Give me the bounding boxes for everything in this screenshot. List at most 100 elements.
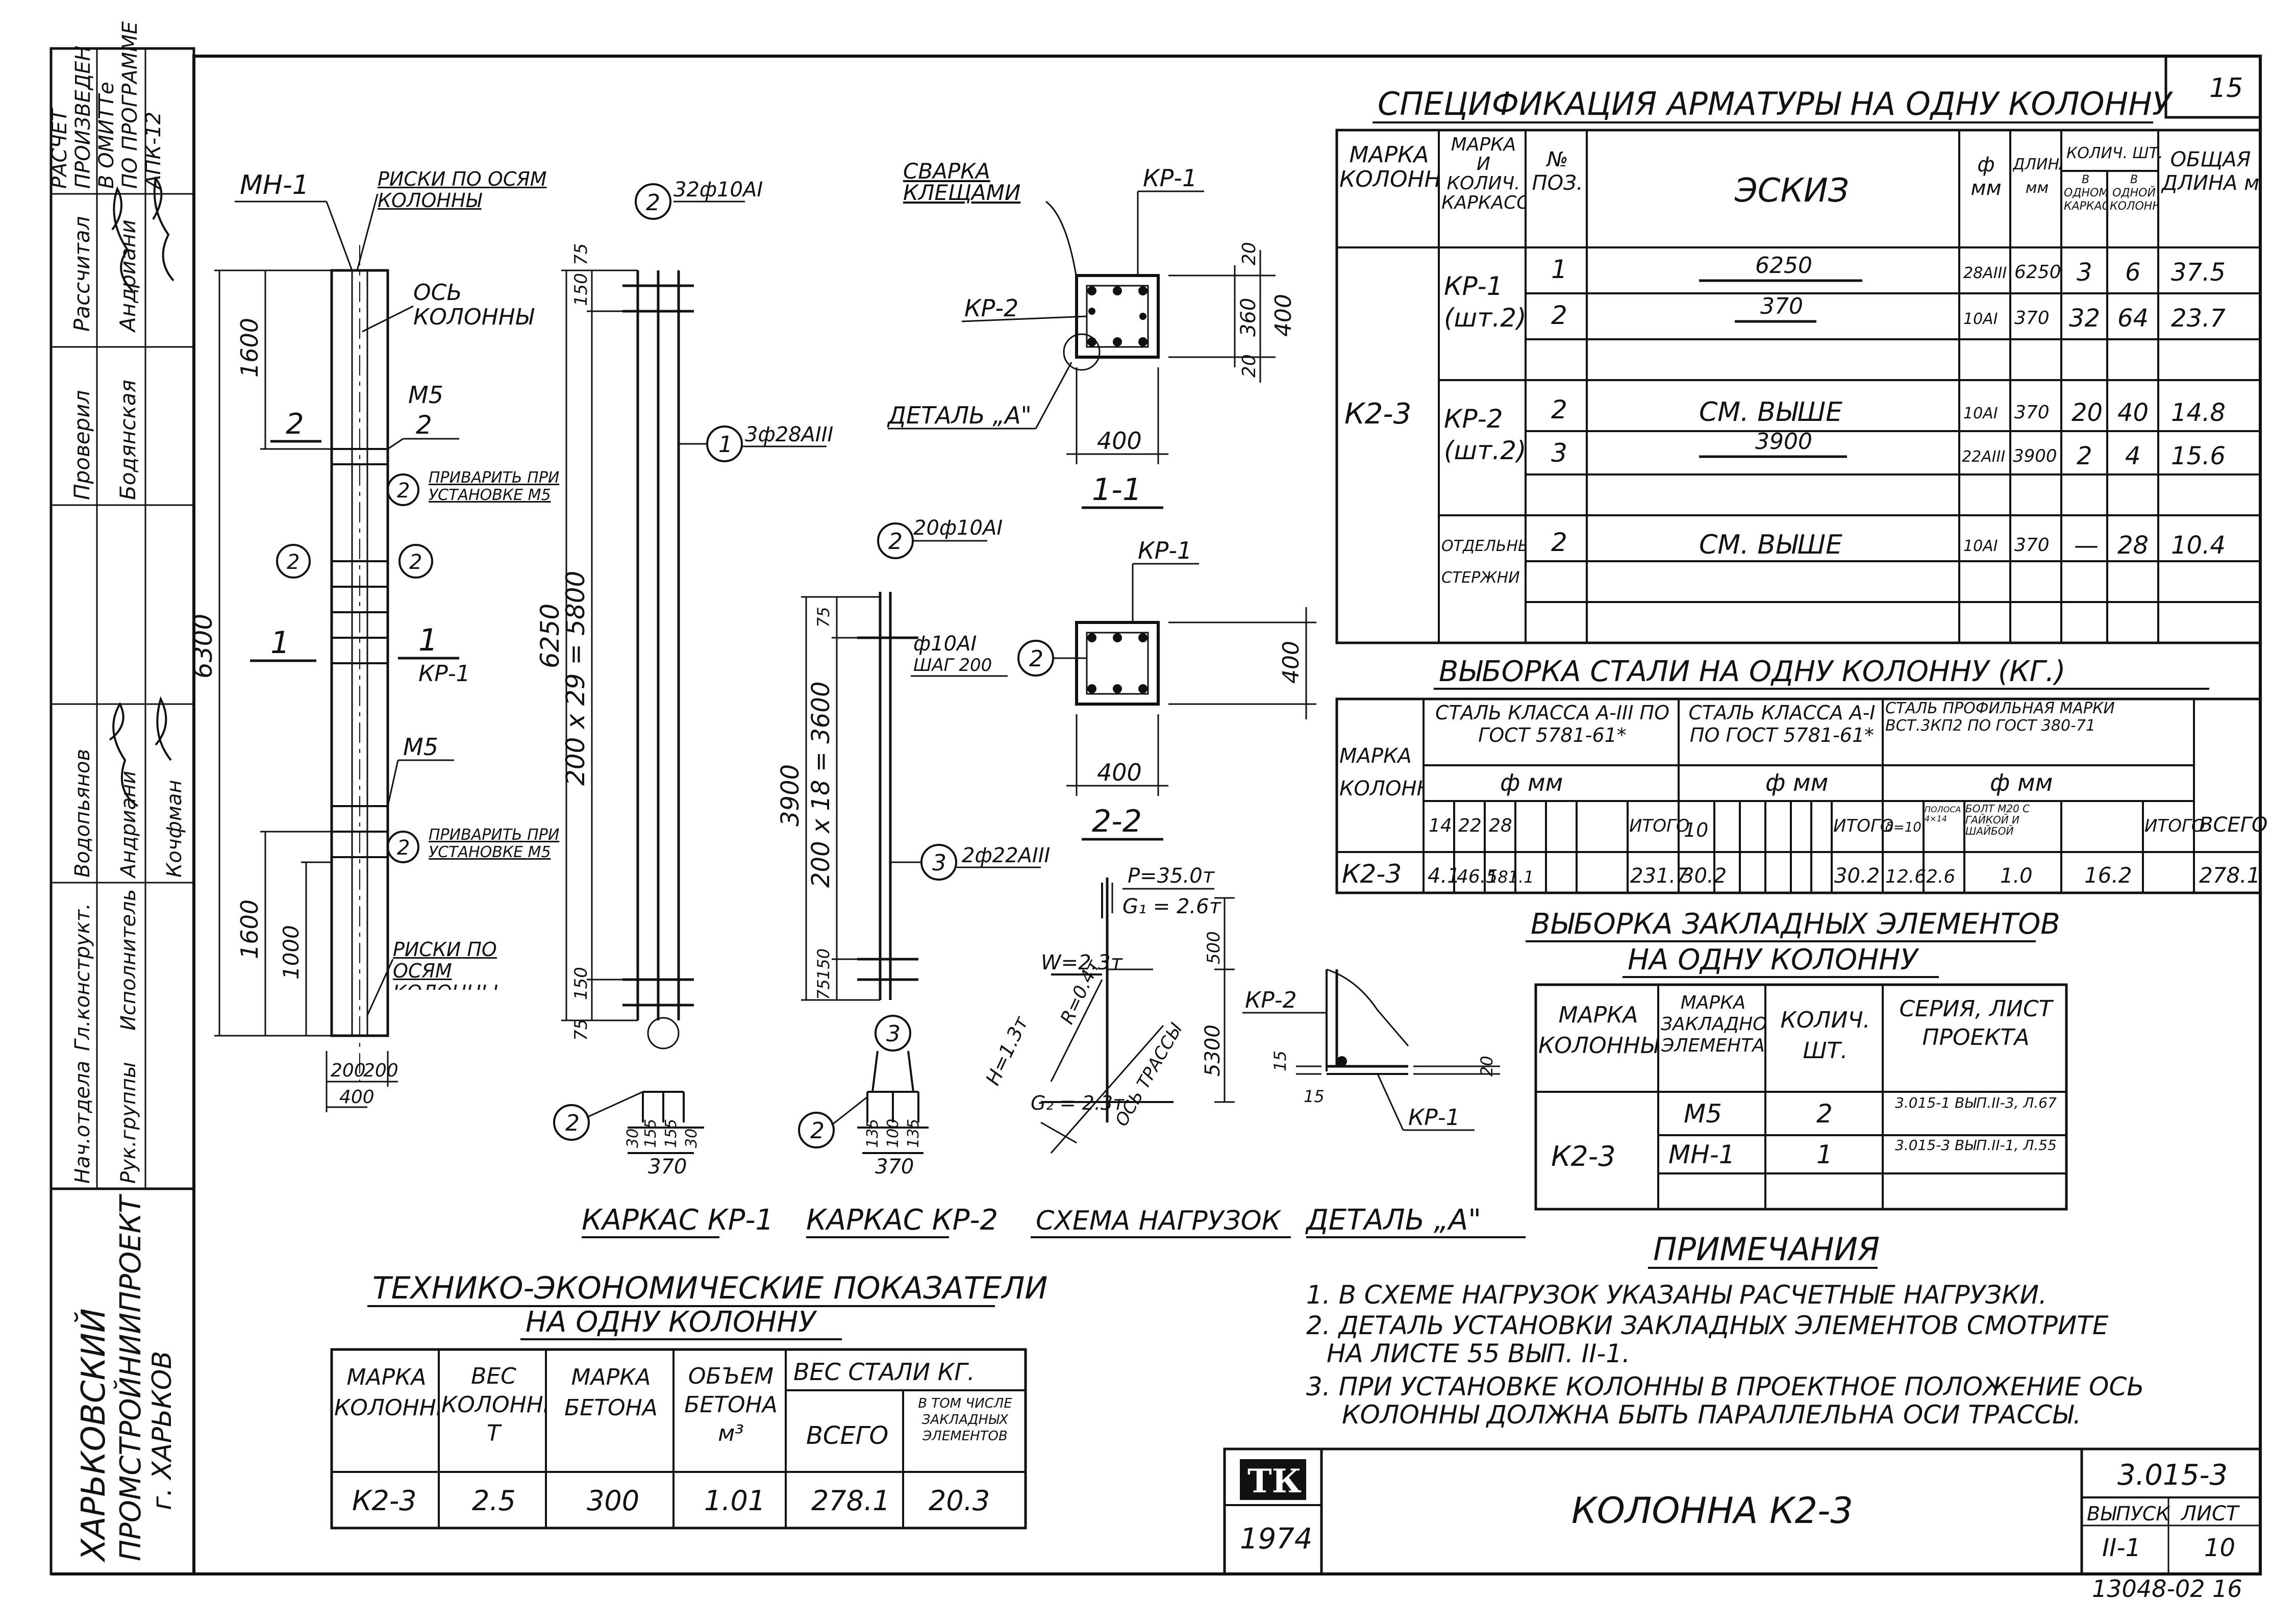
spec-dia: 10АI bbox=[1963, 310, 1998, 328]
s11-dim: 360 bbox=[1237, 298, 1260, 337]
kp2-body: 200 х 18 = 3600 bbox=[807, 681, 835, 888]
kp1-bar-main: 3ф28АIII bbox=[745, 423, 833, 446]
kp2-bar-top: 20ф10АI bbox=[913, 516, 1003, 540]
spec-title: СПЕЦИФИКАЦИЯ АРМАТУРЫ НА ОДНУ КОЛОННУ bbox=[1378, 85, 2174, 122]
tech-all: 278.1 bbox=[811, 1485, 890, 1517]
spec-table: СПЕЦИФИКАЦИЯ АРМАТУРЫ НА ОДНУ КОЛОННУ МА… bbox=[1335, 85, 2262, 644]
kp1-sec-width: 370 bbox=[648, 1155, 687, 1179]
s22-title: 2-2 bbox=[1092, 804, 1142, 839]
section-mark-1: 1 bbox=[418, 622, 438, 658]
load-p: Р=35.0т bbox=[1128, 864, 1215, 888]
cage-kp1: 6250 200 х 29 = 5800 75 150 150 75 2 32ф… bbox=[535, 178, 833, 1238]
kp1-sec-dim: 30 bbox=[683, 1129, 701, 1148]
spec-sketch: 6250 bbox=[1755, 253, 1812, 279]
spec-cage: ОТДЕЛЬНЫЕ СТЕРЖНИ bbox=[1441, 537, 1526, 587]
org-name: ПРОМСТРОЙНИИПРОЕКТ bbox=[114, 1194, 147, 1561]
spec-qty-cage: 3 bbox=[2077, 258, 2092, 287]
stamp-name: Андриани bbox=[117, 771, 140, 879]
spec-h-sketch: ЭСКИЗ bbox=[1734, 172, 1849, 210]
kp1-length: 6250 bbox=[535, 604, 565, 668]
emb-series: 3.015-1 ВЫП.II-3, Л.67 bbox=[1895, 1094, 2057, 1111]
load-axis: ОСЬ ТРАССЫ bbox=[1111, 1019, 1187, 1130]
spec-h-qty-col: В ОДНОЙ КОЛОННЕ bbox=[2110, 173, 2158, 213]
kp1-bar-top: 32ф10АI bbox=[673, 178, 763, 202]
title-name: КОЛОННА К2-3 bbox=[1571, 1490, 1853, 1532]
calc-note-line: ПО ПРОГРАММЕ bbox=[118, 21, 142, 189]
notes-title: ПРИМЕЧАНИЯ bbox=[1653, 1231, 1880, 1268]
m5-count: 2 bbox=[416, 410, 432, 440]
note-axes-bottom: РИСКИ ПО ОСЯМ КОЛОННЫ bbox=[393, 939, 497, 990]
tech-title-2: НА ОДНУ КОЛОННУ bbox=[526, 1306, 817, 1339]
s11-width: 400 bbox=[1097, 427, 1142, 455]
kp2-dim: 75 bbox=[814, 607, 833, 628]
steel-val: 1.0 bbox=[2000, 864, 2033, 888]
s22-bar: ф10АI bbox=[913, 632, 977, 656]
steel-dia: БОЛТ М20 С ГАЙКОЙ И ШАЙБОЙ bbox=[1965, 803, 2030, 837]
emb-elem: М5 bbox=[1684, 1099, 1722, 1129]
load-dim: 500 bbox=[1204, 931, 1224, 964]
spec-pos: 2 bbox=[1551, 528, 1567, 557]
archive-number: 13048-02 16 bbox=[2092, 1575, 2242, 1601]
steel-val: 16.2 bbox=[2084, 863, 2132, 888]
emb-series: 3.015-3 ВЫП.II-1, Л.55 bbox=[1895, 1137, 2057, 1154]
kp2-sec-dim: 100 bbox=[884, 1119, 902, 1148]
steel-val: 2.6 bbox=[1926, 866, 1955, 887]
tech-volume: 1.01 bbox=[704, 1485, 765, 1517]
spec-qty-col: 28 bbox=[2117, 531, 2149, 560]
kp1-dim: 150 bbox=[571, 273, 591, 306]
s11-dim: 20 bbox=[1239, 354, 1260, 378]
mark-2: 2 bbox=[397, 836, 410, 860]
kp1-body: 200 х 29 = 5800 bbox=[561, 571, 590, 786]
calc-note-line: ПРОИЗВЕДЕН bbox=[71, 45, 95, 189]
s11-dim: 400 bbox=[1270, 294, 1296, 337]
emb-title-2: НА ОДНУ КОЛОННУ bbox=[1628, 943, 1919, 977]
spec-qty-col: 6 bbox=[2125, 258, 2141, 287]
spec-h-qty-cage: В ОДНОМ КАРКАСЕ bbox=[2064, 173, 2107, 213]
spec-h-qty: КОЛИЧ. ШТ. bbox=[2066, 144, 2163, 162]
spec-qty-cage: 20 bbox=[2072, 398, 2103, 427]
weld-note-1: ПРИВАРИТЬ ПРИ УСТАНОВКЕ М5 bbox=[429, 469, 560, 504]
spec-pos: 1 bbox=[1551, 255, 1567, 284]
steel-h-prof: СТАЛЬ ПРОФИЛЬНАЯ МАРКИ ВСТ.3КП2 ПО ГОСТ … bbox=[1885, 700, 2115, 735]
load-g2: G₂ = 2.3т bbox=[1031, 1092, 1125, 1114]
stamp-role: Рук.группы bbox=[117, 1062, 140, 1184]
detail-kp2: КР-2 bbox=[1245, 987, 1297, 1013]
steel-dia: ПОЛОСА 4×14 bbox=[1925, 805, 1961, 823]
m5-label: М5 bbox=[408, 381, 443, 409]
spec-len: 370 bbox=[2014, 308, 2050, 329]
spec-sketch: СМ. ВЫШЕ bbox=[1699, 397, 1842, 428]
mark-2: 2 bbox=[1029, 646, 1043, 672]
kp1-sec-dim: 30 bbox=[624, 1129, 642, 1148]
steel-h-mark: МАРКА КОЛОННЫ bbox=[1339, 744, 1424, 800]
stamp-role: Проверил bbox=[69, 390, 94, 500]
spec-len: 370 bbox=[2014, 535, 2050, 556]
org-name: ХАРЬКОВСКИЙ bbox=[74, 1308, 113, 1563]
dim-1000: 1000 bbox=[279, 925, 304, 980]
note-item: КОЛОННЫ ДОЛЖНА БЫТЬ ПАРАЛЛЕЛЬНА ОСИ ТРАС… bbox=[1342, 1400, 2081, 1430]
s11-detail: ДЕТАЛЬ „А" bbox=[887, 402, 1032, 429]
emb-qty: 2 bbox=[1816, 1099, 1833, 1129]
s22-kp1: КР-1 bbox=[1138, 537, 1192, 564]
note-item: 3. ПРИ УСТАНОВКЕ КОЛОННЫ В ПРОЕКТНОЕ ПОЛ… bbox=[1306, 1372, 2144, 1402]
kp1-sec-dim: 155 bbox=[662, 1119, 680, 1148]
kp2-bar-main: 2ф22АIII bbox=[962, 844, 1050, 867]
detail-dim: 15 bbox=[1304, 1087, 1325, 1106]
load-dim: 5300 bbox=[1201, 1024, 1225, 1077]
kp1-label: КР-1 bbox=[418, 661, 470, 687]
notes: ПРИМЕЧАНИЯ 1. В СХЕМЕ НАГРУЗОК УКАЗАНЫ Р… bbox=[1306, 1231, 2144, 1430]
steel-h-total: ИТОГО bbox=[2144, 816, 2205, 836]
dim-bottom: 1600 bbox=[236, 899, 263, 959]
steel-h-total: ИТОГО bbox=[1629, 816, 1690, 836]
stamp-name: Бодянская bbox=[115, 380, 140, 500]
kp2-title: КАРКАС КР-2 bbox=[806, 1204, 998, 1237]
steel-h-total: ИТОГО bbox=[1833, 816, 1894, 836]
s11-kp2: КР-2 bbox=[964, 294, 1018, 322]
note-axes-top: РИСКИ ПО ОСЯМ КОЛОННЫ bbox=[378, 168, 547, 212]
calc-note-line: В ОМИТТе bbox=[95, 82, 118, 189]
steel-title: ВЫБОРКА СТАЛИ НА ОДНУ КОЛОННУ (КГ.) bbox=[1439, 655, 2066, 688]
weld-label: СВАРКА КЛЕЩАМИ bbox=[903, 161, 1021, 205]
kp2-dim: 75 bbox=[814, 979, 833, 1000]
steel-h-all: ВСЕГО bbox=[2199, 813, 2267, 837]
steel-val: 30.2 bbox=[1834, 864, 1880, 888]
s22-height: 400 bbox=[1278, 641, 1304, 684]
